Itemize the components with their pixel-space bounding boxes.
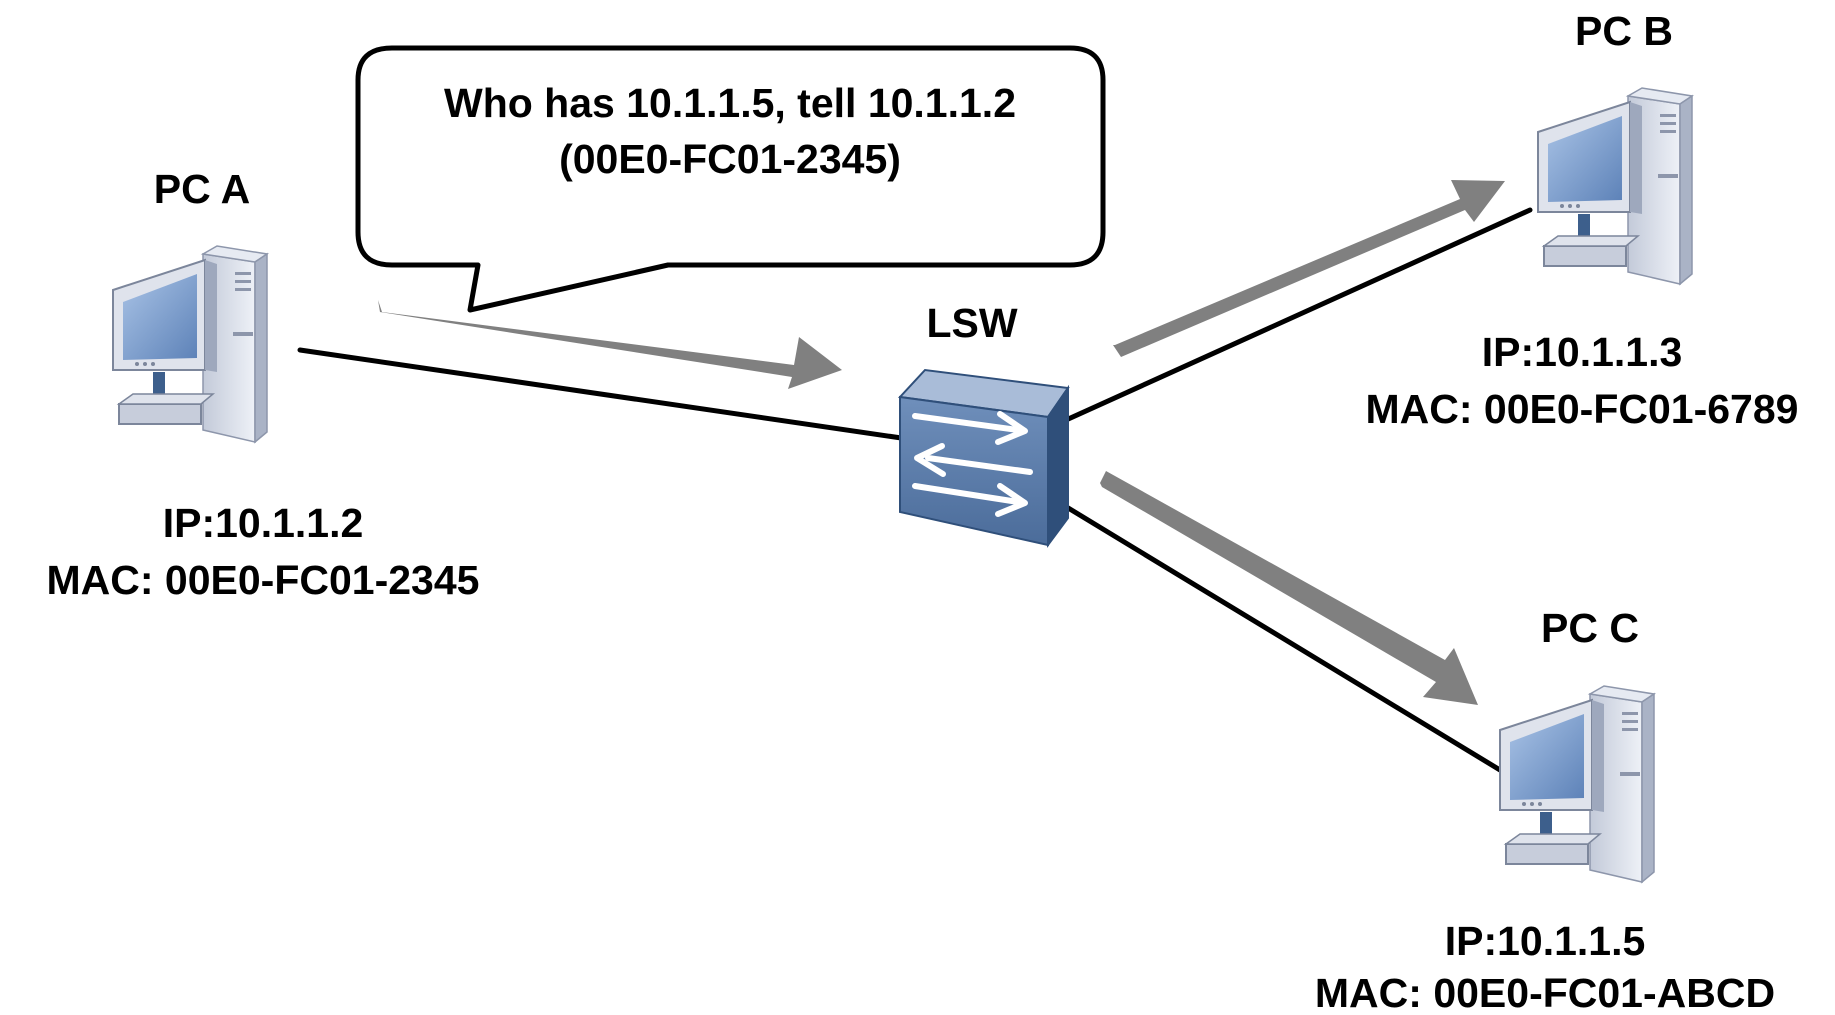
link-switch-pc-b — [1052, 207, 1533, 428]
link-pc-a-switch — [297, 347, 918, 443]
pc-a-name: PC A — [154, 166, 250, 212]
bubble-line-2: (00E0-FC01-2345) — [559, 136, 901, 182]
pc-b-mac: MAC: 00E0-FC01-6789 — [1366, 386, 1799, 432]
computer-icon — [1537, 87, 1693, 285]
pc-b-ip: IP:10.1.1.3 — [1482, 329, 1683, 375]
bubble-line-1: Who has 10.1.1.5, tell 10.1.1.2 — [444, 80, 1016, 126]
speech-bubble: Who has 10.1.1.5, tell 10.1.1.2 (00E0-FC… — [355, 45, 1106, 313]
pc-b-name: PC B — [1575, 8, 1673, 54]
pc-c-mac: MAC: 00E0-FC01-ABCD — [1315, 970, 1775, 1015]
pc-c-ip: IP:10.1.1.5 — [1445, 918, 1646, 964]
switch-icon — [897, 368, 1070, 549]
computer-icon — [1499, 685, 1655, 883]
switch-label: LSW — [926, 300, 1017, 346]
pc-a[interactable]: PC A IP:10.1.1.2 MAC: 00E0-FC01-2345 — [47, 166, 480, 603]
pc-b[interactable]: PC B IP:10.1.1.3 MAC: 00E0-FC01-6789 — [1366, 8, 1799, 432]
switch[interactable]: LSW — [897, 300, 1070, 549]
pc-c-name: PC C — [1541, 605, 1639, 651]
arrow-pc-a-to-switch — [378, 300, 842, 389]
arrow-switch-to-pc-b — [1113, 180, 1505, 357]
pc-c[interactable]: PC C IP:10.1.1.5 MAC: 00E0-FC01-ABCD — [1315, 605, 1775, 1015]
speech-bubble-shape — [355, 45, 1106, 313]
arrow-switch-to-pc-c — [1100, 471, 1478, 705]
computer-icon — [112, 245, 268, 443]
pc-a-mac: MAC: 00E0-FC01-2345 — [47, 557, 480, 603]
network-links — [297, 207, 1533, 773]
broadcast-arrows — [378, 180, 1505, 705]
pc-a-ip: IP:10.1.1.2 — [163, 500, 364, 546]
link-switch-pc-c — [1052, 497, 1503, 773]
